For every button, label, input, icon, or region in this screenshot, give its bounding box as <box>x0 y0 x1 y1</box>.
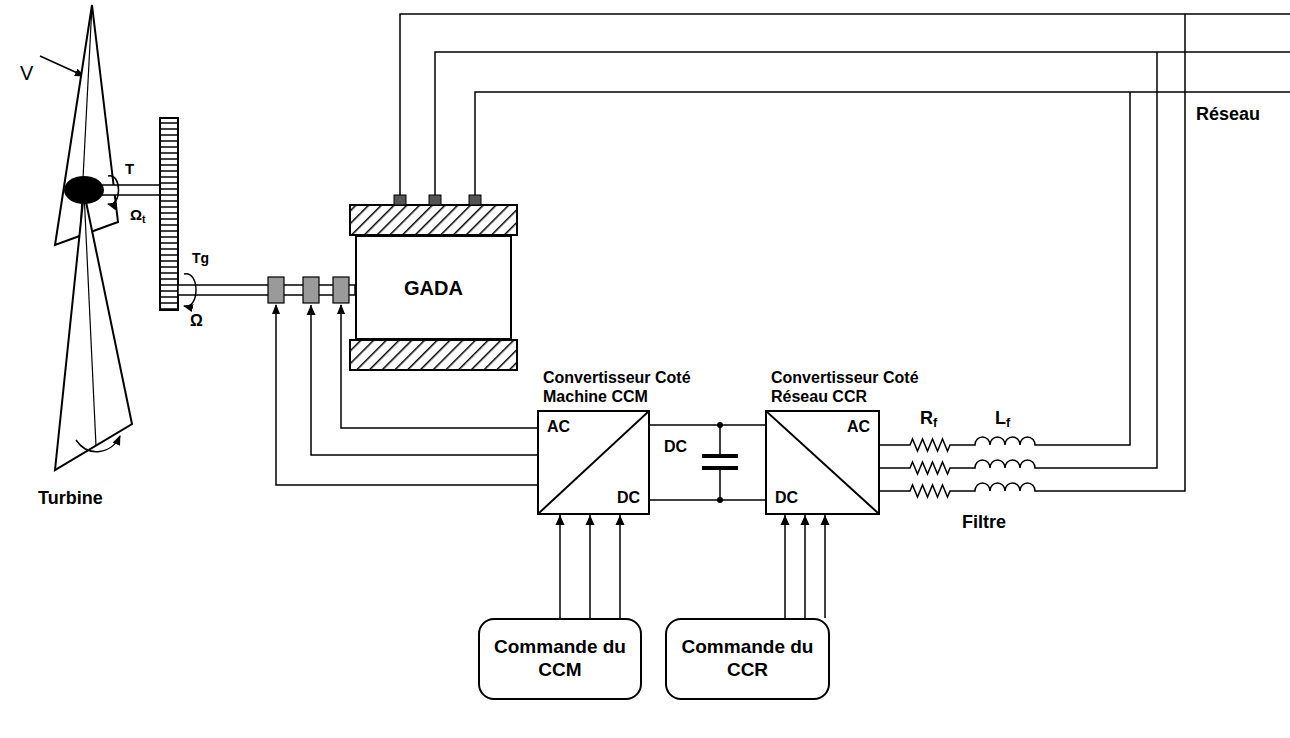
resistor-label: Rf <box>920 408 937 431</box>
hub <box>64 176 104 204</box>
arrow-head <box>801 515 810 525</box>
filter-line <box>880 52 1157 474</box>
high-speed-shaft <box>178 285 355 295</box>
node-label: GADA <box>404 276 463 300</box>
filter-line <box>880 14 1185 497</box>
converter-heading: Convertisseur Coté Réseau CCR <box>771 368 919 406</box>
control-line <box>784 515 786 618</box>
low-speed-shaft <box>100 185 160 195</box>
arrow-head <box>556 515 565 525</box>
connector <box>650 425 765 426</box>
junction-dot <box>717 497 723 503</box>
slip-ring <box>303 277 319 303</box>
filter-label: Filtre <box>962 512 1006 533</box>
subscript: t <box>142 213 146 225</box>
connector <box>801 515 810 618</box>
arrow-head <box>781 515 790 525</box>
gearbox <box>160 118 178 310</box>
filter-line <box>880 92 1130 451</box>
connector <box>586 515 595 618</box>
connector-line <box>650 424 765 426</box>
connector-line <box>804 515 806 618</box>
control-arrow <box>821 515 830 618</box>
stator-terminal <box>394 195 406 205</box>
arrow-head <box>821 515 830 525</box>
port-label: AC <box>847 418 870 436</box>
housing-band <box>350 340 517 370</box>
box-content: Commande du CCR <box>667 620 828 698</box>
torque-label: T <box>125 160 134 177</box>
subscript: f <box>1006 416 1010 430</box>
blade <box>55 192 132 470</box>
port-label: AC <box>547 418 570 436</box>
connector-line <box>589 515 591 618</box>
wind-arrow <box>40 56 84 76</box>
slip-ring <box>333 277 349 303</box>
control-box: Commande du CCR <box>665 618 830 700</box>
speed-label: Ω <box>190 312 203 330</box>
port-label: DC <box>617 489 640 507</box>
control-label: Commande du CCR <box>673 636 822 682</box>
control-line <box>559 515 561 618</box>
capacitor-lead <box>719 425 721 500</box>
converter-box: Convertisseur Coté Machine CCMACDC <box>537 410 650 515</box>
diagonal-line <box>539 412 648 513</box>
grid-line <box>435 52 1290 195</box>
arrow-head <box>586 515 595 525</box>
control-line <box>824 515 826 618</box>
converter-box: Convertisseur Coté Réseau CCRACDC <box>765 410 880 515</box>
rotation-arrow <box>76 436 120 452</box>
speed-label: Ωt <box>130 206 146 225</box>
turbine-label: Turbine <box>38 488 103 509</box>
box-content: GADA <box>357 237 510 338</box>
slip-ring <box>268 277 284 303</box>
torque-arrow <box>184 274 196 307</box>
wind-speed-label: V <box>20 62 33 85</box>
housing-band <box>350 205 517 235</box>
inductor-label: Lf <box>995 408 1010 431</box>
grid-line <box>475 92 1290 195</box>
box-content: Commande du CCM <box>480 620 640 698</box>
torque-arrow <box>108 176 119 205</box>
control-arrow <box>616 515 625 618</box>
capacitor-symbol <box>702 456 738 468</box>
control-arrow <box>556 515 565 618</box>
diagonal-line <box>767 412 878 513</box>
stator-terminal <box>429 195 441 205</box>
arrow-head <box>307 305 316 315</box>
blade-edge <box>84 192 96 446</box>
port-label: DC <box>775 489 798 507</box>
control-label: Commande du CCM <box>486 636 634 682</box>
control-arrow <box>781 515 790 618</box>
torque-label: Tg <box>192 250 209 266</box>
bus-label: DC <box>664 438 687 456</box>
converter-heading: Convertisseur Coté Machine CCM <box>543 368 691 406</box>
generator-box: GADA <box>355 235 512 340</box>
stator-terminal <box>469 195 481 205</box>
control-line <box>619 515 621 618</box>
grid-label: Réseau <box>1196 104 1260 125</box>
dc-bus-wire <box>650 499 765 501</box>
arrow-head <box>616 515 625 525</box>
subscript: f <box>933 416 937 430</box>
control-box: Commande du CCM <box>478 618 642 700</box>
